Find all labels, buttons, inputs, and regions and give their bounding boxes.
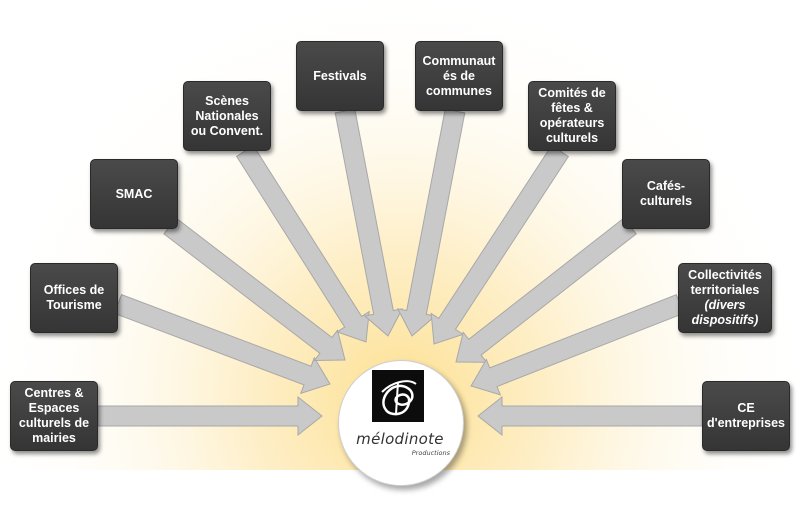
node-label-line: communes [425, 83, 492, 98]
node-label: Cafés-culturels [640, 179, 692, 209]
node-label-line: Tourisme [46, 298, 102, 312]
node-label-line: Scènes [205, 93, 249, 108]
arrow-scenes [235, 144, 370, 343]
node-label-line: Espaces [28, 401, 80, 415]
brand-subtitle: Productions [411, 449, 450, 457]
node-label-line: territoriales [690, 283, 760, 297]
node-cafes: Cafés-culturels [622, 159, 710, 229]
brand-name: mélodinote [356, 430, 444, 448]
node-label-line: Festivals [313, 68, 367, 83]
arrow-smac [163, 217, 346, 362]
node-label-line: ou Convent. [190, 123, 264, 138]
node-smac: SMAC [90, 159, 178, 229]
arrow-cafes [455, 217, 637, 363]
node-label: SMAC [116, 187, 153, 202]
node-festivals: Festivals [296, 41, 384, 111]
arrow-communautes [396, 108, 466, 337]
node-label-line: opérateurs [539, 116, 605, 130]
node-label-line: culturels de [18, 416, 90, 430]
node-label-line: d'entreprises [707, 416, 786, 430]
arrow-collectivites [470, 294, 685, 396]
node-label-line: Communaut [422, 53, 496, 68]
node-label-line: culturels [545, 131, 599, 145]
arrow-group [97, 108, 703, 437]
node-label-line: Collectivités [688, 268, 762, 282]
node-label-line: SMAC [115, 186, 153, 201]
node-label-line: Comités de [538, 86, 606, 100]
node-label-line: Nationales [195, 108, 259, 123]
arrow-festivals [334, 108, 404, 337]
node-label-line: mairies [32, 431, 76, 445]
node-label-italic-line: dispositifs) [691, 313, 759, 327]
node-label-line: culturels [639, 194, 693, 208]
node-label: Festivals [313, 69, 367, 84]
arrow-comites [430, 144, 570, 345]
node-label-italic-line: (divers [704, 298, 746, 312]
arrow-offices [113, 293, 331, 395]
melodinote-logo-icon [372, 370, 424, 422]
arrow-centres [97, 395, 323, 437]
node-label-line: Cafés- [646, 179, 686, 193]
node-label-line: CE [737, 401, 755, 415]
node-label-line: fêtes & [551, 101, 593, 115]
arrow-ce [477, 395, 703, 437]
node-label-line: Centres & [24, 386, 84, 400]
node-label-line: Offices de [43, 283, 105, 297]
node-label-line: és de [443, 68, 475, 83]
